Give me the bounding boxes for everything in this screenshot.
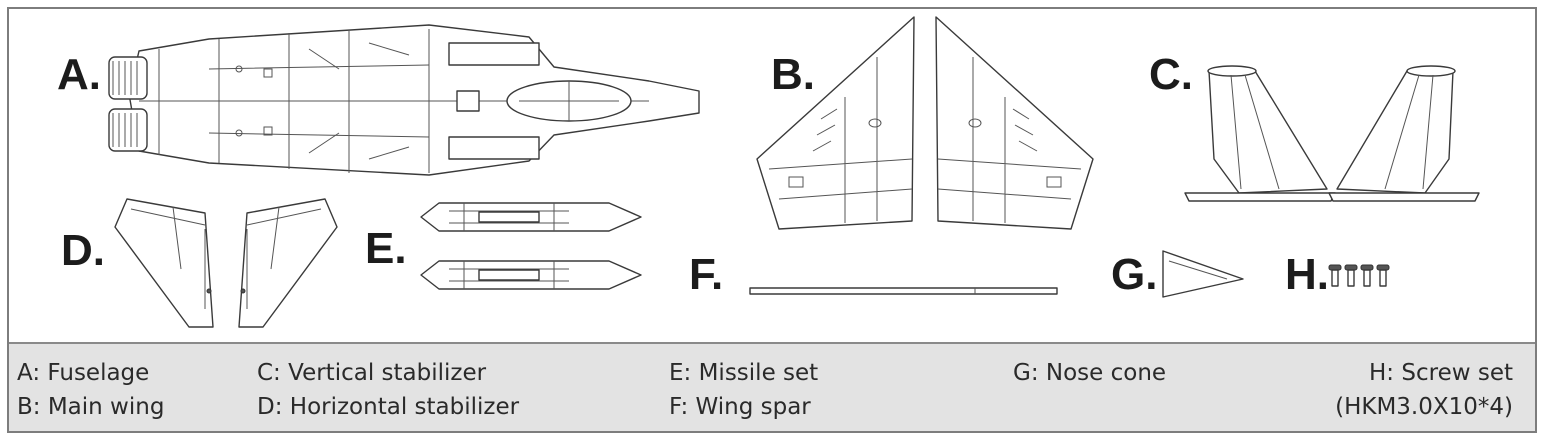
wing-spar-part [749, 287, 1058, 295]
missile-set-part [420, 202, 642, 290]
parts-legend: A: Fuselage B: Main wing C: Vertical sta… [9, 342, 1535, 431]
part-letter-g: G. [1111, 250, 1157, 299]
screw-1 [1328, 264, 1342, 287]
screw-2 [1344, 264, 1358, 287]
legend-item-vertical-stabilizer: C: Vertical stabilizer [257, 360, 487, 386]
legend-item-nose-cone: G: Nose cone [1013, 360, 1167, 386]
vertical-stabilizer-part [1184, 65, 1480, 202]
legend-item-main-wing: B: Main wing [17, 394, 165, 420]
fuselage-part [108, 24, 700, 176]
legend-item-horizontal-stabilizer: D: Horizontal stabilizer [257, 394, 520, 420]
legend-item-screw-set: H: Screw set [1369, 360, 1513, 386]
horizontal-stabilizer-part [114, 198, 338, 328]
legend-item-missile-set: E: Missile set [669, 360, 819, 386]
screw-3 [1360, 264, 1374, 287]
part-letter-a: A. [57, 50, 101, 99]
part-letter-c: C. [1149, 50, 1193, 99]
legend-item-fuselage: A: Fuselage [17, 360, 150, 386]
main-wing-part [756, 16, 1094, 230]
part-letter-d: D. [61, 226, 105, 275]
screw-set-part [1328, 264, 1390, 287]
nose-cone-part [1162, 250, 1244, 298]
part-letter-e: E. [365, 224, 407, 273]
parts-diagram-frame: A. B. [7, 7, 1537, 433]
part-letter-f: F. [689, 250, 723, 299]
legend-item-screw-spec: (HKM3.0X10*4) [1335, 394, 1513, 420]
part-letter-h: H. [1285, 250, 1329, 299]
legend-item-wing-spar: F: Wing spar [669, 394, 811, 420]
screw-4 [1376, 264, 1390, 287]
parts-drawing: A. B. [57, 16, 1480, 328]
part-letter-b: B. [771, 50, 815, 99]
